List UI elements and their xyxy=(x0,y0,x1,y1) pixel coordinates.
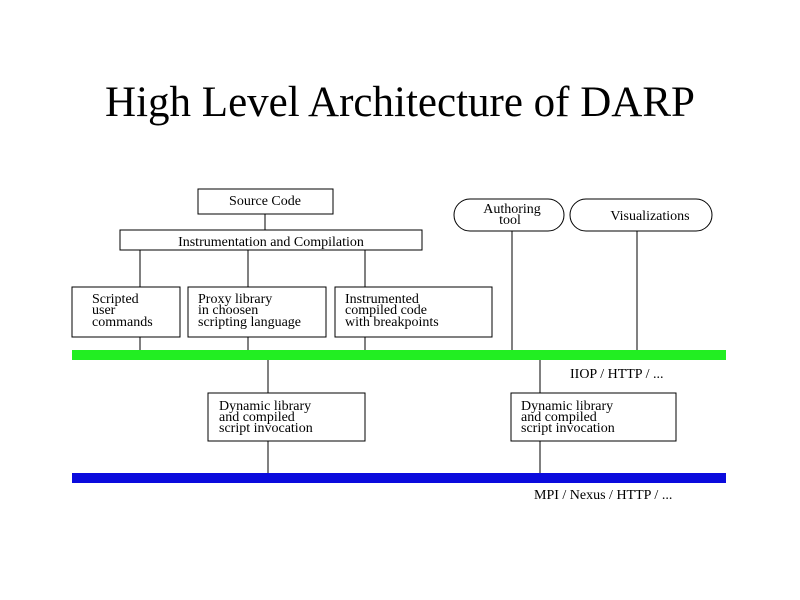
instrumented-label-line3: with breakpoints xyxy=(345,315,439,330)
instrumentation-label: Instrumentation and Compilation xyxy=(178,235,364,250)
scripted-label-line3: commands xyxy=(92,315,153,330)
instrumented-label-line2: compiled code xyxy=(345,303,427,318)
iiop-bus xyxy=(72,350,726,360)
dynamic-library-left-box: Dynamic library and compiled script invo… xyxy=(207,392,366,442)
dynlib-right-line1: Dynamic library xyxy=(521,399,613,414)
instrumentation-box: Instrumentation and Compilation xyxy=(119,229,423,251)
source-code-box: Source Code xyxy=(197,188,334,215)
connector-lines xyxy=(139,214,638,473)
authoring-tool-label-line1: Authoring xyxy=(483,202,541,217)
proxy-label-line1: Proxy library xyxy=(198,292,272,307)
dynlib-left-line1: Dynamic library xyxy=(219,399,311,414)
instrumented-label-line1: Instrumented xyxy=(345,292,419,307)
instrumented-code-box: Instrumented compiled code with breakpoi… xyxy=(334,286,493,338)
dynlib-right-line2: and compiled xyxy=(521,410,597,425)
proxy-label-line3: scripting language xyxy=(198,315,301,330)
dynamic-library-right-box: Dynamic library and compiled script invo… xyxy=(510,392,677,442)
scripted-label-line1: Scripted xyxy=(92,292,139,307)
dynlib-left-line3: script invocation xyxy=(219,421,313,436)
iiop-bus-label: IIOP / HTTP / ... xyxy=(570,367,663,382)
proxy-library-box: Proxy library in choosen scripting langu… xyxy=(187,286,327,338)
mpi-bus-label: MPI / Nexus / HTTP / ... xyxy=(534,488,672,503)
dynlib-right-line3: script invocation xyxy=(521,421,615,436)
scripted-label-line2: user xyxy=(92,303,116,318)
visualizations-label: Visualizations xyxy=(610,209,689,224)
dynlib-left-line2: and compiled xyxy=(219,410,295,425)
visualizations-box: Visualizations xyxy=(569,198,713,232)
authoring-tool-box: Authoring tool xyxy=(453,198,565,232)
mpi-bus xyxy=(72,473,726,483)
proxy-label-line2: in choosen xyxy=(198,303,258,318)
authoring-tool-label-line2: tool xyxy=(499,213,521,228)
scripted-user-commands-box: Scripted user commands xyxy=(71,286,181,338)
page-title: High Level Architecture of DARP xyxy=(105,79,695,126)
source-code-label: Source Code xyxy=(229,194,301,209)
